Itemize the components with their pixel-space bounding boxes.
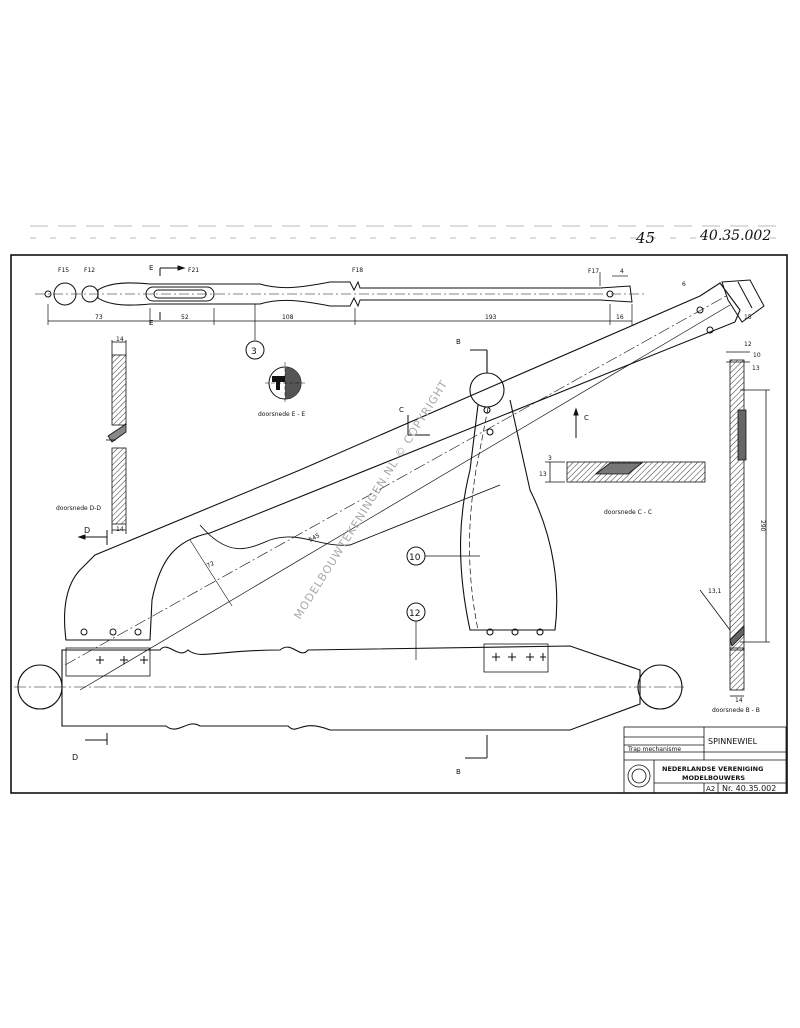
balloon-part-10	[406, 546, 426, 566]
section-e-marks	[159, 265, 186, 320]
top-treadle-rod	[35, 280, 645, 308]
dim-15: 15	[744, 314, 752, 321]
section-c-right: C	[584, 414, 589, 422]
label-f12: F12	[84, 267, 95, 274]
section-cc-detail	[545, 461, 706, 483]
dim-line-72	[189, 539, 233, 607]
section-bb-detail	[699, 351, 770, 697]
sheet-size: A2	[706, 785, 715, 793]
section-d-marks	[77, 530, 108, 745]
sheet-number: 45	[635, 229, 655, 247]
section-ee-detail	[265, 362, 305, 404]
dim-193: 193	[485, 314, 497, 321]
label-doorsnede-dd: doorsnede D-D	[56, 505, 101, 512]
section-d-top: D	[84, 526, 90, 535]
section-c-left: C	[399, 406, 404, 414]
dim-13-1: 13,1	[708, 588, 722, 595]
drawing-frame	[10, 254, 788, 794]
section-e-bottom: E	[149, 319, 153, 327]
part-12-label: 12	[409, 609, 420, 619]
org-line-1: NEDERLANDSE VERENIGING	[662, 765, 763, 773]
dim-14-bb: 14	[735, 697, 743, 704]
title-number: Nr. 40.35.002	[722, 784, 776, 793]
dim-72: 72	[206, 560, 216, 570]
section-e-top: E	[149, 264, 153, 272]
dim-290: 290	[759, 520, 766, 532]
title-block	[623, 726, 787, 794]
label-doorsnede-cc: doorsnede C - C	[604, 509, 652, 516]
treadle-arm	[63, 282, 741, 691]
dim-4: 4	[620, 268, 624, 275]
balloon-part-12	[406, 602, 426, 622]
label-doorsnede-bb: doorsnede B - B	[712, 707, 760, 714]
section-b-top: B	[456, 338, 461, 346]
copyright-watermark: MODELBOUWTEKENINGEN.NL © COPYRIGHT	[292, 378, 451, 622]
dim-14-bottom: 14	[116, 526, 124, 533]
dim-14-top: 14	[116, 336, 124, 343]
dim-545: 545	[308, 532, 322, 544]
dim-52: 52	[181, 314, 189, 321]
dim-16: 16	[616, 314, 624, 321]
dim-10: 10	[753, 352, 761, 359]
arm-end-detail	[696, 279, 765, 334]
section-b-bottom: B	[456, 768, 461, 776]
scan-marks	[30, 225, 780, 239]
title-trap-mechanisme: Trap mechanisme	[627, 746, 681, 753]
section-c-marks	[407, 407, 579, 438]
bolt-crosses	[96, 653, 546, 664]
dim-73: 73	[95, 314, 103, 321]
dim-12: 12	[744, 341, 752, 348]
top-rod-dimensions	[47, 272, 633, 325]
label-f15: F15	[58, 267, 69, 274]
balloon-part-3	[245, 340, 265, 360]
drawing-number-handwritten: 40.35.002	[699, 228, 771, 244]
dim-13: 13	[752, 365, 760, 372]
org-line-2: MODELBOUWERS	[682, 774, 745, 782]
dim-13-c: 13	[539, 471, 547, 478]
label-f21: F21	[188, 267, 199, 274]
section-dd-detail	[106, 340, 127, 534]
dim-3: 3	[548, 455, 552, 462]
part-10-label: 10	[409, 553, 421, 563]
title-spinnewiel: SPINNEWIEL	[708, 737, 758, 746]
treadle-board-12	[14, 643, 684, 731]
label-doorsnede-ee: doorsnede E - E	[258, 411, 305, 418]
part-3-label: 3	[251, 347, 257, 357]
section-b-bottom-mark	[465, 735, 488, 759]
label-f17: F17	[588, 268, 599, 275]
dim-108: 108	[282, 314, 294, 321]
dim-6: 6	[682, 281, 686, 288]
section-d-bottom: D	[72, 753, 78, 762]
hanging-part-10	[459, 349, 558, 636]
arm-holes	[80, 628, 142, 636]
label-f18: F18	[352, 267, 363, 274]
